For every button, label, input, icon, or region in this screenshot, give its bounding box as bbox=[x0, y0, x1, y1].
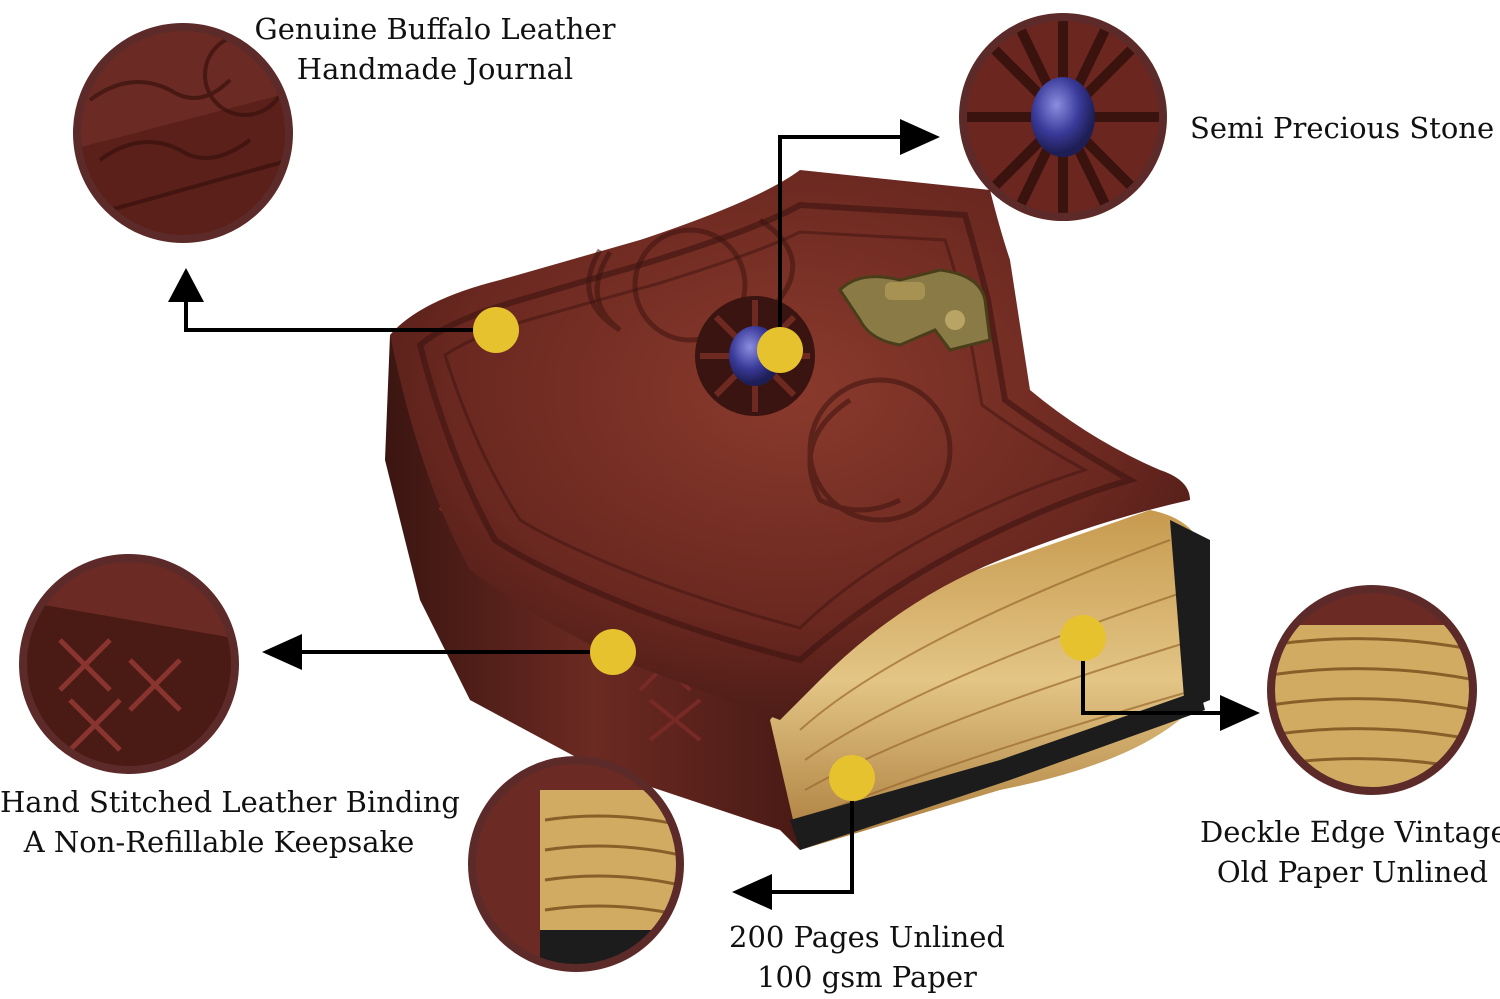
zoom-circle-leather bbox=[73, 23, 293, 243]
label-leather: Genuine Buffalo Leather Handmade Journal bbox=[250, 9, 620, 89]
label-line: Genuine Buffalo Leather bbox=[254, 12, 616, 46]
clasp-icon bbox=[838, 268, 992, 352]
arrowheads bbox=[168, 119, 1260, 910]
connector-lines bbox=[184, 135, 1222, 894]
journal-image bbox=[385, 170, 1210, 850]
hotspot-leather[interactable] bbox=[473, 307, 519, 353]
label-line: 100 gsm Paper bbox=[757, 960, 977, 994]
arrow-left-icon bbox=[262, 634, 302, 670]
label-line: Handmade Journal bbox=[296, 52, 574, 86]
zoom-circle-deckle bbox=[1267, 585, 1477, 795]
zoom-circle-pages bbox=[468, 756, 684, 972]
label-deckle: Deckle Edge Vintage Old Paper Unlined bbox=[1200, 812, 1500, 892]
label-line: Semi Precious Stone bbox=[1190, 111, 1495, 145]
label-binding: Hand Stitched Leather Binding A Non-Refi… bbox=[0, 782, 460, 862]
hotspot-pages[interactable] bbox=[829, 755, 875, 801]
label-line: A Non-Refillable Keepsake bbox=[23, 825, 415, 859]
label-line: Deckle Edge Vintage bbox=[1200, 815, 1500, 849]
hotspot-deckle[interactable] bbox=[1060, 615, 1106, 661]
arrow-right-icon bbox=[1220, 695, 1260, 731]
label-stone: Semi Precious Stone bbox=[1190, 108, 1495, 148]
arrow-left-icon bbox=[732, 874, 772, 910]
arrow-up-icon bbox=[168, 268, 204, 302]
label-line: 200 Pages Unlined bbox=[729, 920, 1005, 954]
hotspot-binding[interactable] bbox=[590, 629, 636, 675]
hotspot-stone[interactable] bbox=[757, 327, 803, 373]
label-line: Old Paper Unlined bbox=[1216, 855, 1489, 889]
label-line: Hand Stitched Leather Binding bbox=[0, 785, 460, 819]
arrow-right-icon bbox=[900, 119, 940, 155]
zoom-circle-binding bbox=[19, 554, 239, 774]
label-pages: 200 Pages Unlined 100 gsm Paper bbox=[722, 917, 1012, 997]
zoom-circle-stone bbox=[959, 13, 1167, 221]
